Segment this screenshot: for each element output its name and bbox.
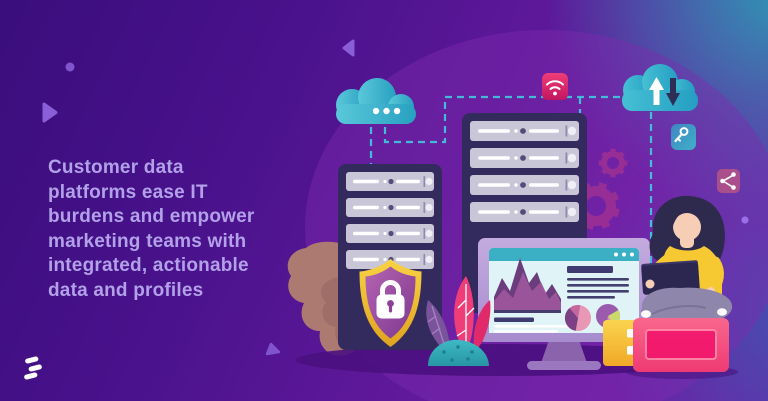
- hair-fringe: [672, 201, 710, 227]
- brand-logo: [24, 356, 42, 380]
- face: [673, 213, 701, 241]
- decor-triangle-right: [42, 102, 58, 123]
- headline-line: marketing teams with: [48, 230, 247, 252]
- headline: Customer data platforms ease IT burdens …: [48, 156, 298, 303]
- leaf-purple: [426, 300, 450, 352]
- server-bay: [470, 175, 579, 195]
- decor-dot: [65, 62, 75, 72]
- headline-line: integrated, actionable: [48, 255, 249, 276]
- server-bay: [470, 202, 579, 222]
- headline-line: data and profiles: [48, 279, 204, 301]
- window-dots: [614, 252, 634, 257]
- pie-chart: [564, 304, 591, 331]
- laptop: [641, 260, 700, 295]
- bush-teal: [428, 339, 489, 366]
- shield-lock-icon: [359, 259, 422, 347]
- shoe: [717, 308, 727, 316]
- server-bay: [470, 148, 579, 168]
- headline-line: burdens and empower: [48, 206, 255, 227]
- monitor-stand: [541, 340, 587, 363]
- headline-line: Customer data: [48, 157, 184, 178]
- hand-left: [645, 279, 655, 289]
- server-bay: [346, 198, 434, 217]
- shoe: [641, 310, 651, 318]
- decor-shapes: [42, 39, 749, 356]
- server-bay: [346, 172, 434, 191]
- upload-arrow-icon: [649, 77, 664, 105]
- monitor: [478, 238, 650, 370]
- decor-triangle-up: [265, 342, 281, 356]
- server-bay: [470, 121, 579, 141]
- decor-dot-small: [741, 216, 749, 224]
- key-icon: [671, 124, 696, 150]
- plants: [426, 276, 491, 366]
- cloud-sync-arrows-icon: [622, 64, 698, 111]
- lock-icon: [376, 280, 405, 319]
- cloud-dots-icon: [336, 78, 416, 124]
- sitting-platform: [633, 318, 729, 372]
- woman-with-laptop: [640, 195, 733, 324]
- download-arrow-icon: [666, 78, 680, 106]
- area-chart: [494, 258, 561, 313]
- leaf-pink: [454, 276, 491, 348]
- decor-triangle-left: [342, 39, 355, 57]
- headline-line: platforms ease IT: [48, 181, 208, 203]
- monitor-base: [527, 361, 601, 370]
- wifi-icon: [542, 73, 568, 100]
- server-bay: [346, 224, 434, 243]
- share-icon: [717, 169, 740, 193]
- screen-text-lines: [494, 266, 629, 333]
